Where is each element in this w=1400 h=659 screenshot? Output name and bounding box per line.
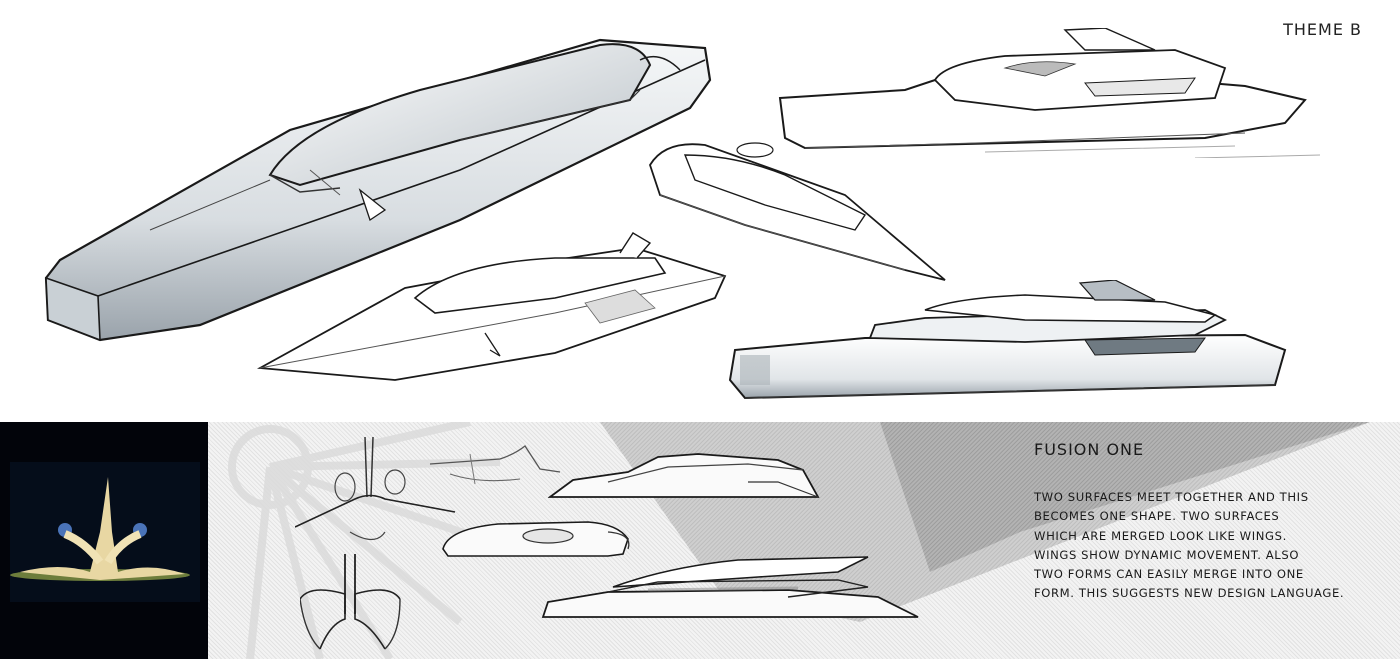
side-view-yacht-sketch <box>778 28 1320 158</box>
section-title: FUSION ONE <box>1034 440 1145 459</box>
fusion-one-panel: FUSION ONE TWO SURFACES MEET TOGETHER AN… <box>0 422 1400 659</box>
wing-figure-sketch <box>295 437 456 541</box>
section-description: TWO SURFACES MEET TOGETHER AND THIS BECO… <box>1034 488 1394 604</box>
wing-deck-yacht-sketch <box>256 232 727 381</box>
acrobats-figure <box>0 422 208 659</box>
description-line: FORM. THIS SUGGESTS NEW DESIGN LANGUAGE. <box>1034 586 1345 601</box>
description-line: WINGS SHOW DYNAMIC MOVEMENT. ALSO <box>1034 547 1300 562</box>
layered-yacht-top-sketch <box>548 453 820 498</box>
wing-form-thumbnail-sketch <box>429 445 561 485</box>
small-yacht-perspective-sketch <box>649 142 946 281</box>
hull-cross-section-sketch <box>300 554 401 650</box>
shaded-side-view-yacht-sketch <box>728 280 1287 400</box>
description-line: WHICH ARE MERGED LOOK LIKE WINGS. <box>1034 528 1287 543</box>
theme-title: THEME B <box>1283 20 1362 39</box>
sun-motif-background <box>228 422 501 659</box>
description-line: TWO FORMS CAN EASILY MERGE INTO ONE <box>1034 567 1304 582</box>
description-line: TWO SURFACES MEET TOGETHER AND THIS <box>1034 490 1309 504</box>
layered-yacht-bottom-sketch <box>541 556 919 618</box>
inspiration-photo-acrobats <box>0 422 208 659</box>
capsule-yacht-sketch <box>442 521 630 557</box>
description-line: BECOMES ONE SHAPE. TWO SURFACES <box>1034 509 1280 524</box>
large-shaded-yacht-sketch <box>44 38 712 342</box>
top-sketch-area: THEME B <box>44 20 1362 400</box>
